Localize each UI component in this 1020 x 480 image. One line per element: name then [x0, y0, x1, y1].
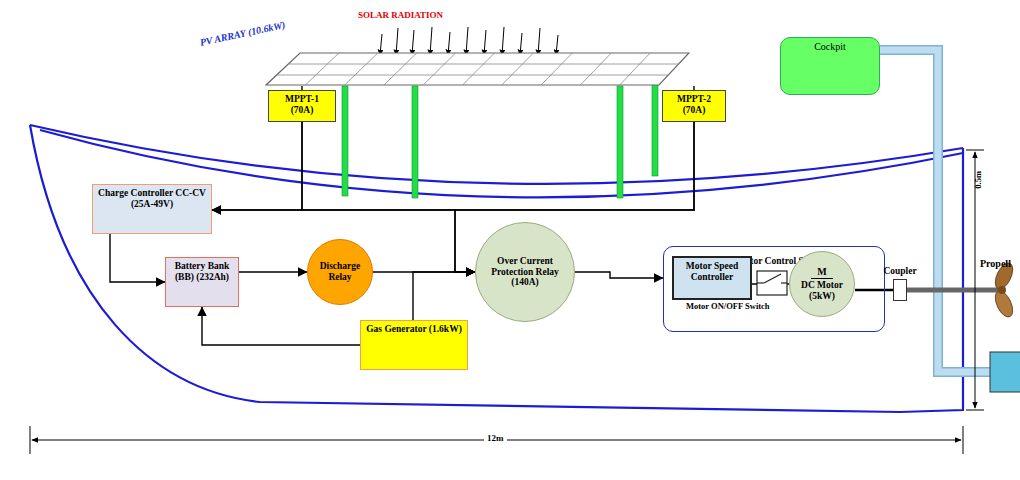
- switch-symbol: [757, 271, 787, 295]
- node-label: Cockpit: [814, 41, 846, 53]
- hull-outline: [30, 125, 963, 412]
- connector: [239, 271, 307, 272]
- connector: [855, 289, 893, 292]
- height-dimension: [966, 150, 984, 410]
- dimension-text: 0.5m: [974, 171, 984, 189]
- node-label: Gas Generator (1.6kW): [366, 324, 462, 335]
- connector: [413, 272, 475, 320]
- propeller: [992, 260, 1017, 319]
- node-label: PV ARRAY (10.6kW): [199, 19, 287, 48]
- pv-grid: [265, 52, 690, 86]
- mppt-box: MPPT-2 (70A): [662, 90, 726, 122]
- node-label: DC Motor (5kW): [797, 280, 847, 302]
- pv-posts: [342, 70, 658, 198]
- connector: [575, 272, 663, 278]
- motor-circle: MDC Motor (5kW): [789, 251, 855, 317]
- charge-controller-box: Charge Controller CC-CV (25A-49V): [92, 184, 212, 234]
- coupler-box: Coupler: [893, 279, 907, 301]
- length-dimension: [30, 426, 963, 454]
- node-label: Coupler: [883, 266, 916, 277]
- propeller-shaft: [900, 288, 1000, 293]
- mppt-box: MPPT-1 (70A): [268, 90, 336, 122]
- diagram-note: SOLAR RADIATION: [358, 10, 443, 20]
- battery-box: Battery Bank (BB) (232Ah): [165, 257, 239, 307]
- node-label: Discharge Relay: [315, 261, 365, 283]
- dimension-text: 12m: [484, 433, 507, 443]
- pv-array: PV ARRAY (10.6kW): [265, 52, 690, 86]
- node-label: MPPT-2 (70A): [667, 94, 721, 116]
- connector: [110, 234, 165, 282]
- connector: [202, 307, 360, 345]
- node-label: Battery Bank (BB) (232Ah): [170, 261, 234, 283]
- node-label: MPPT-1 (70A): [273, 94, 331, 116]
- node-label: Over Current Protection Relay (140A): [487, 256, 563, 289]
- gunwale-line: [30, 125, 963, 184]
- rudder-box: [990, 352, 1020, 392]
- relay-circle: Discharge Relay: [307, 239, 373, 305]
- connector: [212, 122, 302, 210]
- speed-controller-box: Motor Speed Controller: [672, 256, 752, 300]
- node-label: Charge Controller CC-CV (25A-49V): [97, 188, 207, 210]
- motor-control-group: DC Motor Control SystemMotor Speed Contr…: [663, 246, 885, 332]
- relay-circle: Over Current Protection Relay (140A): [475, 222, 575, 322]
- node-label: M: [811, 266, 832, 280]
- generator-box: Gas Generator (1.6kW): [360, 320, 468, 370]
- node-label: Motor Speed Controller: [678, 261, 746, 283]
- cockpit-box: Cockpit: [780, 37, 880, 95]
- switch-label: Motor ON/OFF Switch: [686, 302, 770, 312]
- solar-arrows: [380, 27, 558, 55]
- connector: [212, 122, 694, 210]
- part-name: Propell: [980, 258, 1011, 270]
